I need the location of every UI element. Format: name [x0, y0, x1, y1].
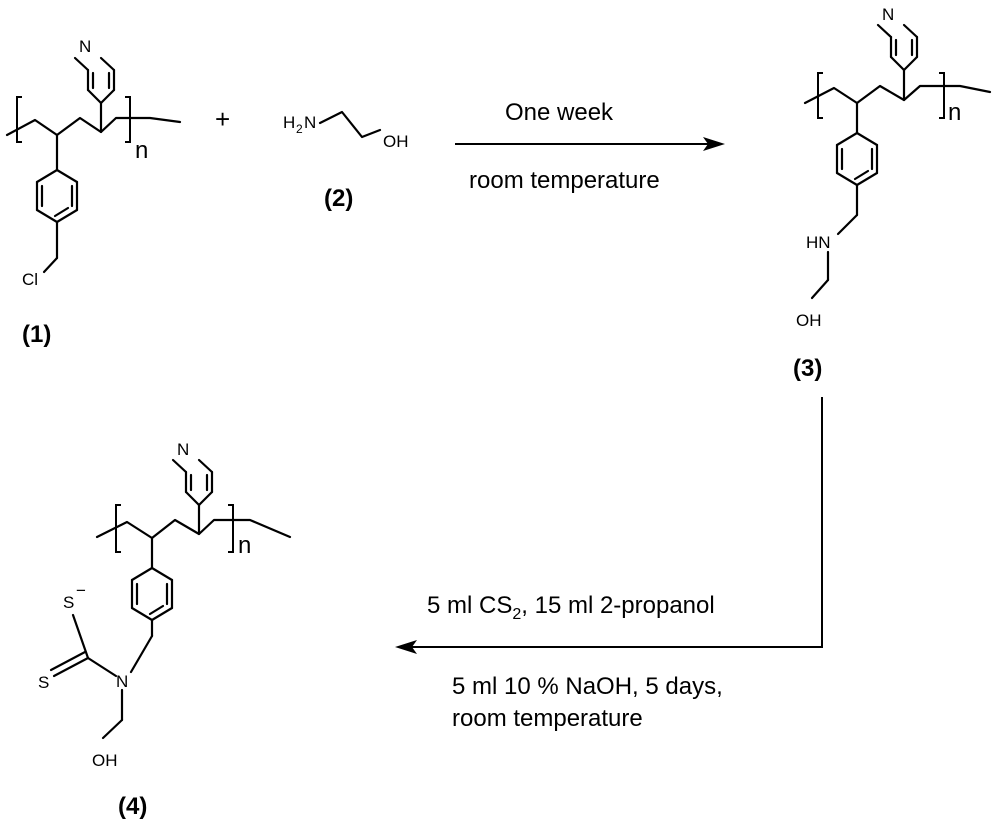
amine-nitrogen-label: N [304, 113, 316, 132]
compound-3-label: (3) [793, 355, 822, 382]
compound-3-structure: HN OH N n [796, 5, 992, 330]
compound-4-label: (4) [118, 793, 147, 820]
plus-sign: + [215, 104, 230, 134]
thione-sulfur-label: S [38, 673, 49, 692]
repeat-unit-n-label: n [948, 99, 961, 126]
amine-subscript-label: 2 [296, 122, 303, 136]
secondary-amine-label: HN [806, 233, 831, 252]
step1-condition-time: One week [505, 99, 614, 126]
repeat-unit-n-label: n [135, 137, 148, 164]
step2-condition-base: 5 ml 10 % NaOH, 5 days, [452, 673, 723, 700]
dithiocarbamate-nitrogen-label: N [116, 672, 128, 691]
hydroxyl-label: OH [92, 751, 118, 770]
chlorine-atom-label: Cl [22, 270, 38, 289]
pyridine-nitrogen-label: N [177, 440, 189, 459]
hydroxyl-label: OH [796, 311, 822, 330]
reagent-propanol-text: , 15 ml 2-propanol [521, 592, 714, 619]
compound-2-label: (2) [324, 185, 353, 212]
compound-1-structure: Cl N n [5, 37, 182, 289]
thiolate-sulfur-label: S [63, 593, 74, 612]
compound-1-label: (1) [22, 321, 51, 348]
repeat-unit-n-label: n [238, 532, 251, 559]
step1-condition-temperature: room temperature [469, 167, 660, 194]
pyridine-nitrogen-label: N [79, 37, 91, 56]
reaction-arrow-1 [455, 137, 725, 151]
negative-charge-label: − [76, 581, 86, 600]
step2-condition-reagents: 5 ml CS2, 15 ml 2-propanol [427, 592, 715, 623]
step2-condition-temperature: room temperature [452, 705, 643, 732]
reagent-cs2-text: 5 ml CS [427, 592, 512, 619]
compound-4-structure: N S − S OH N n [38, 440, 292, 770]
reaction-arrow-2 [395, 397, 823, 654]
amine-h-label: H [283, 113, 295, 132]
hydroxyl-label: OH [383, 132, 409, 151]
compound-2-structure: H 2 N OH [283, 110, 409, 151]
pyridine-nitrogen-label: N [882, 5, 894, 24]
reagent-cs2-subscript: 2 [512, 606, 521, 623]
